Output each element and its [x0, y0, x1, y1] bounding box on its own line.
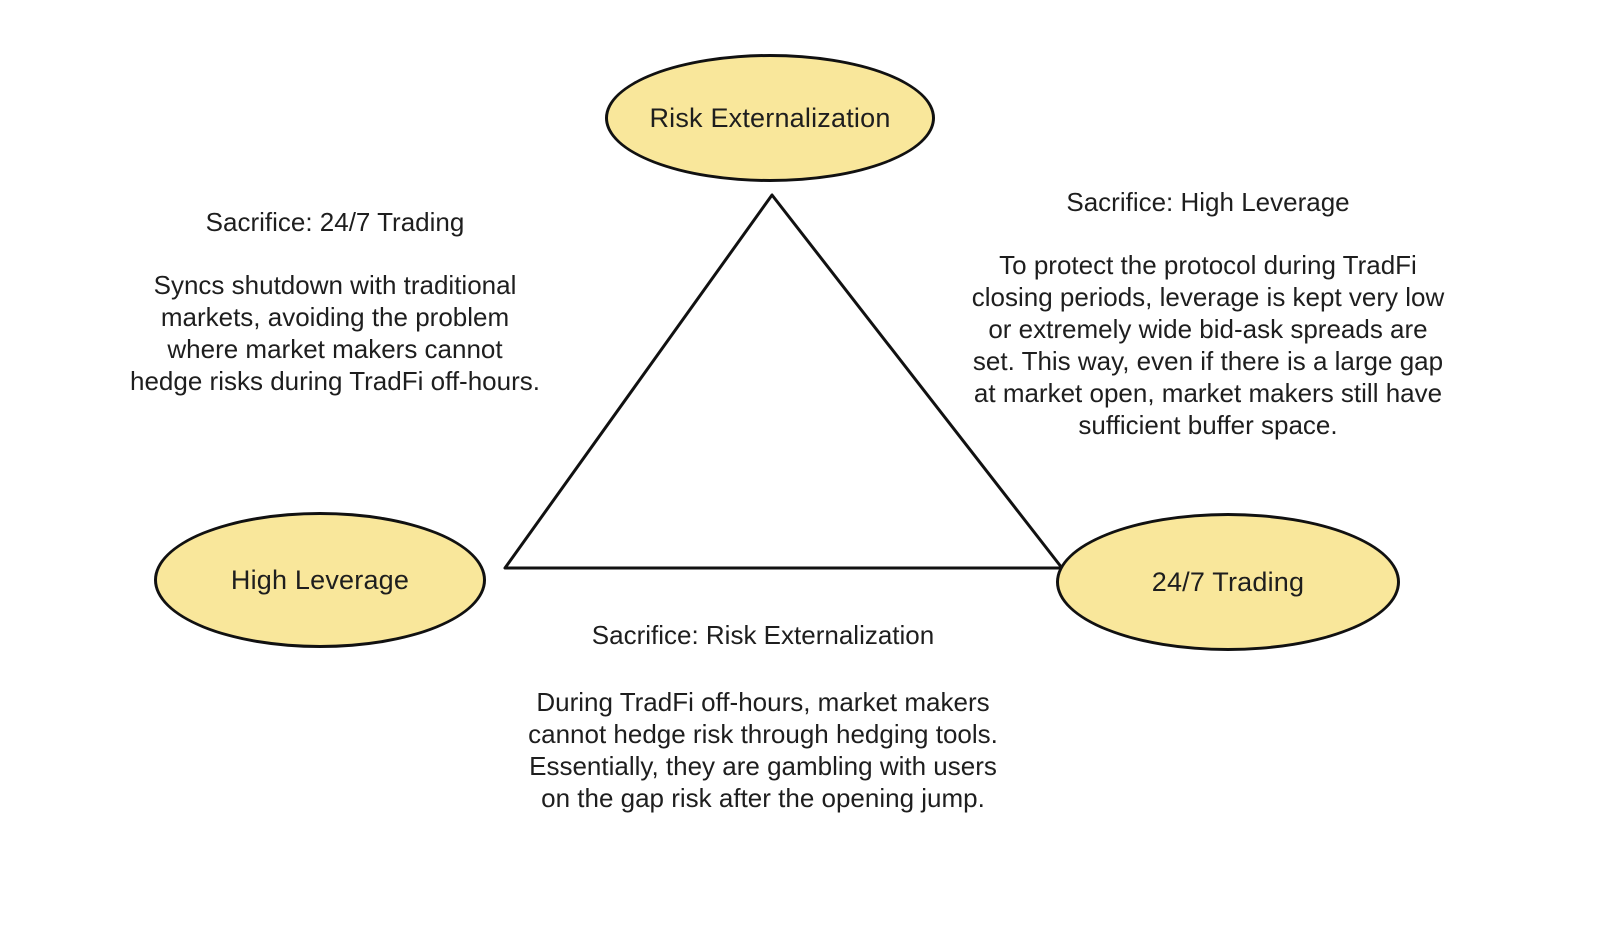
triangle-outline [503, 193, 1064, 570]
node-24-7-trading: 24/7 Trading [1056, 513, 1400, 651]
annotation-sacrifice-risk-externalization: Sacrifice: Risk Externalization During T… [483, 618, 1043, 814]
annotation-bottom-body: During TradFi off-hours, market makers c… [528, 687, 998, 813]
annotation-right-title: Sacrifice: High Leverage [1066, 187, 1350, 217]
annotation-sacrifice-high-leverage: Sacrifice: High Leverage To protect the … [948, 185, 1468, 441]
annotation-sacrifice-24-7-trading: Sacrifice: 24/7 Trading Syncs shutdown w… [95, 205, 575, 397]
annotation-left-body: Syncs shutdown with traditional markets,… [130, 270, 540, 396]
node-risk-externalization: Risk Externalization [605, 54, 935, 182]
annotation-bottom-title: Sacrifice: Risk Externalization [591, 620, 935, 650]
annotation-right-body: To protect the protocol during TradFi cl… [971, 250, 1445, 440]
annotation-left-title: Sacrifice: 24/7 Trading [205, 207, 465, 237]
node-high-leverage: High Leverage [154, 512, 486, 648]
node-24-7-trading-label: 24/7 Trading [1151, 566, 1305, 597]
node-high-leverage-label: High Leverage [230, 564, 410, 595]
node-risk-externalization-label: Risk Externalization [649, 102, 891, 133]
